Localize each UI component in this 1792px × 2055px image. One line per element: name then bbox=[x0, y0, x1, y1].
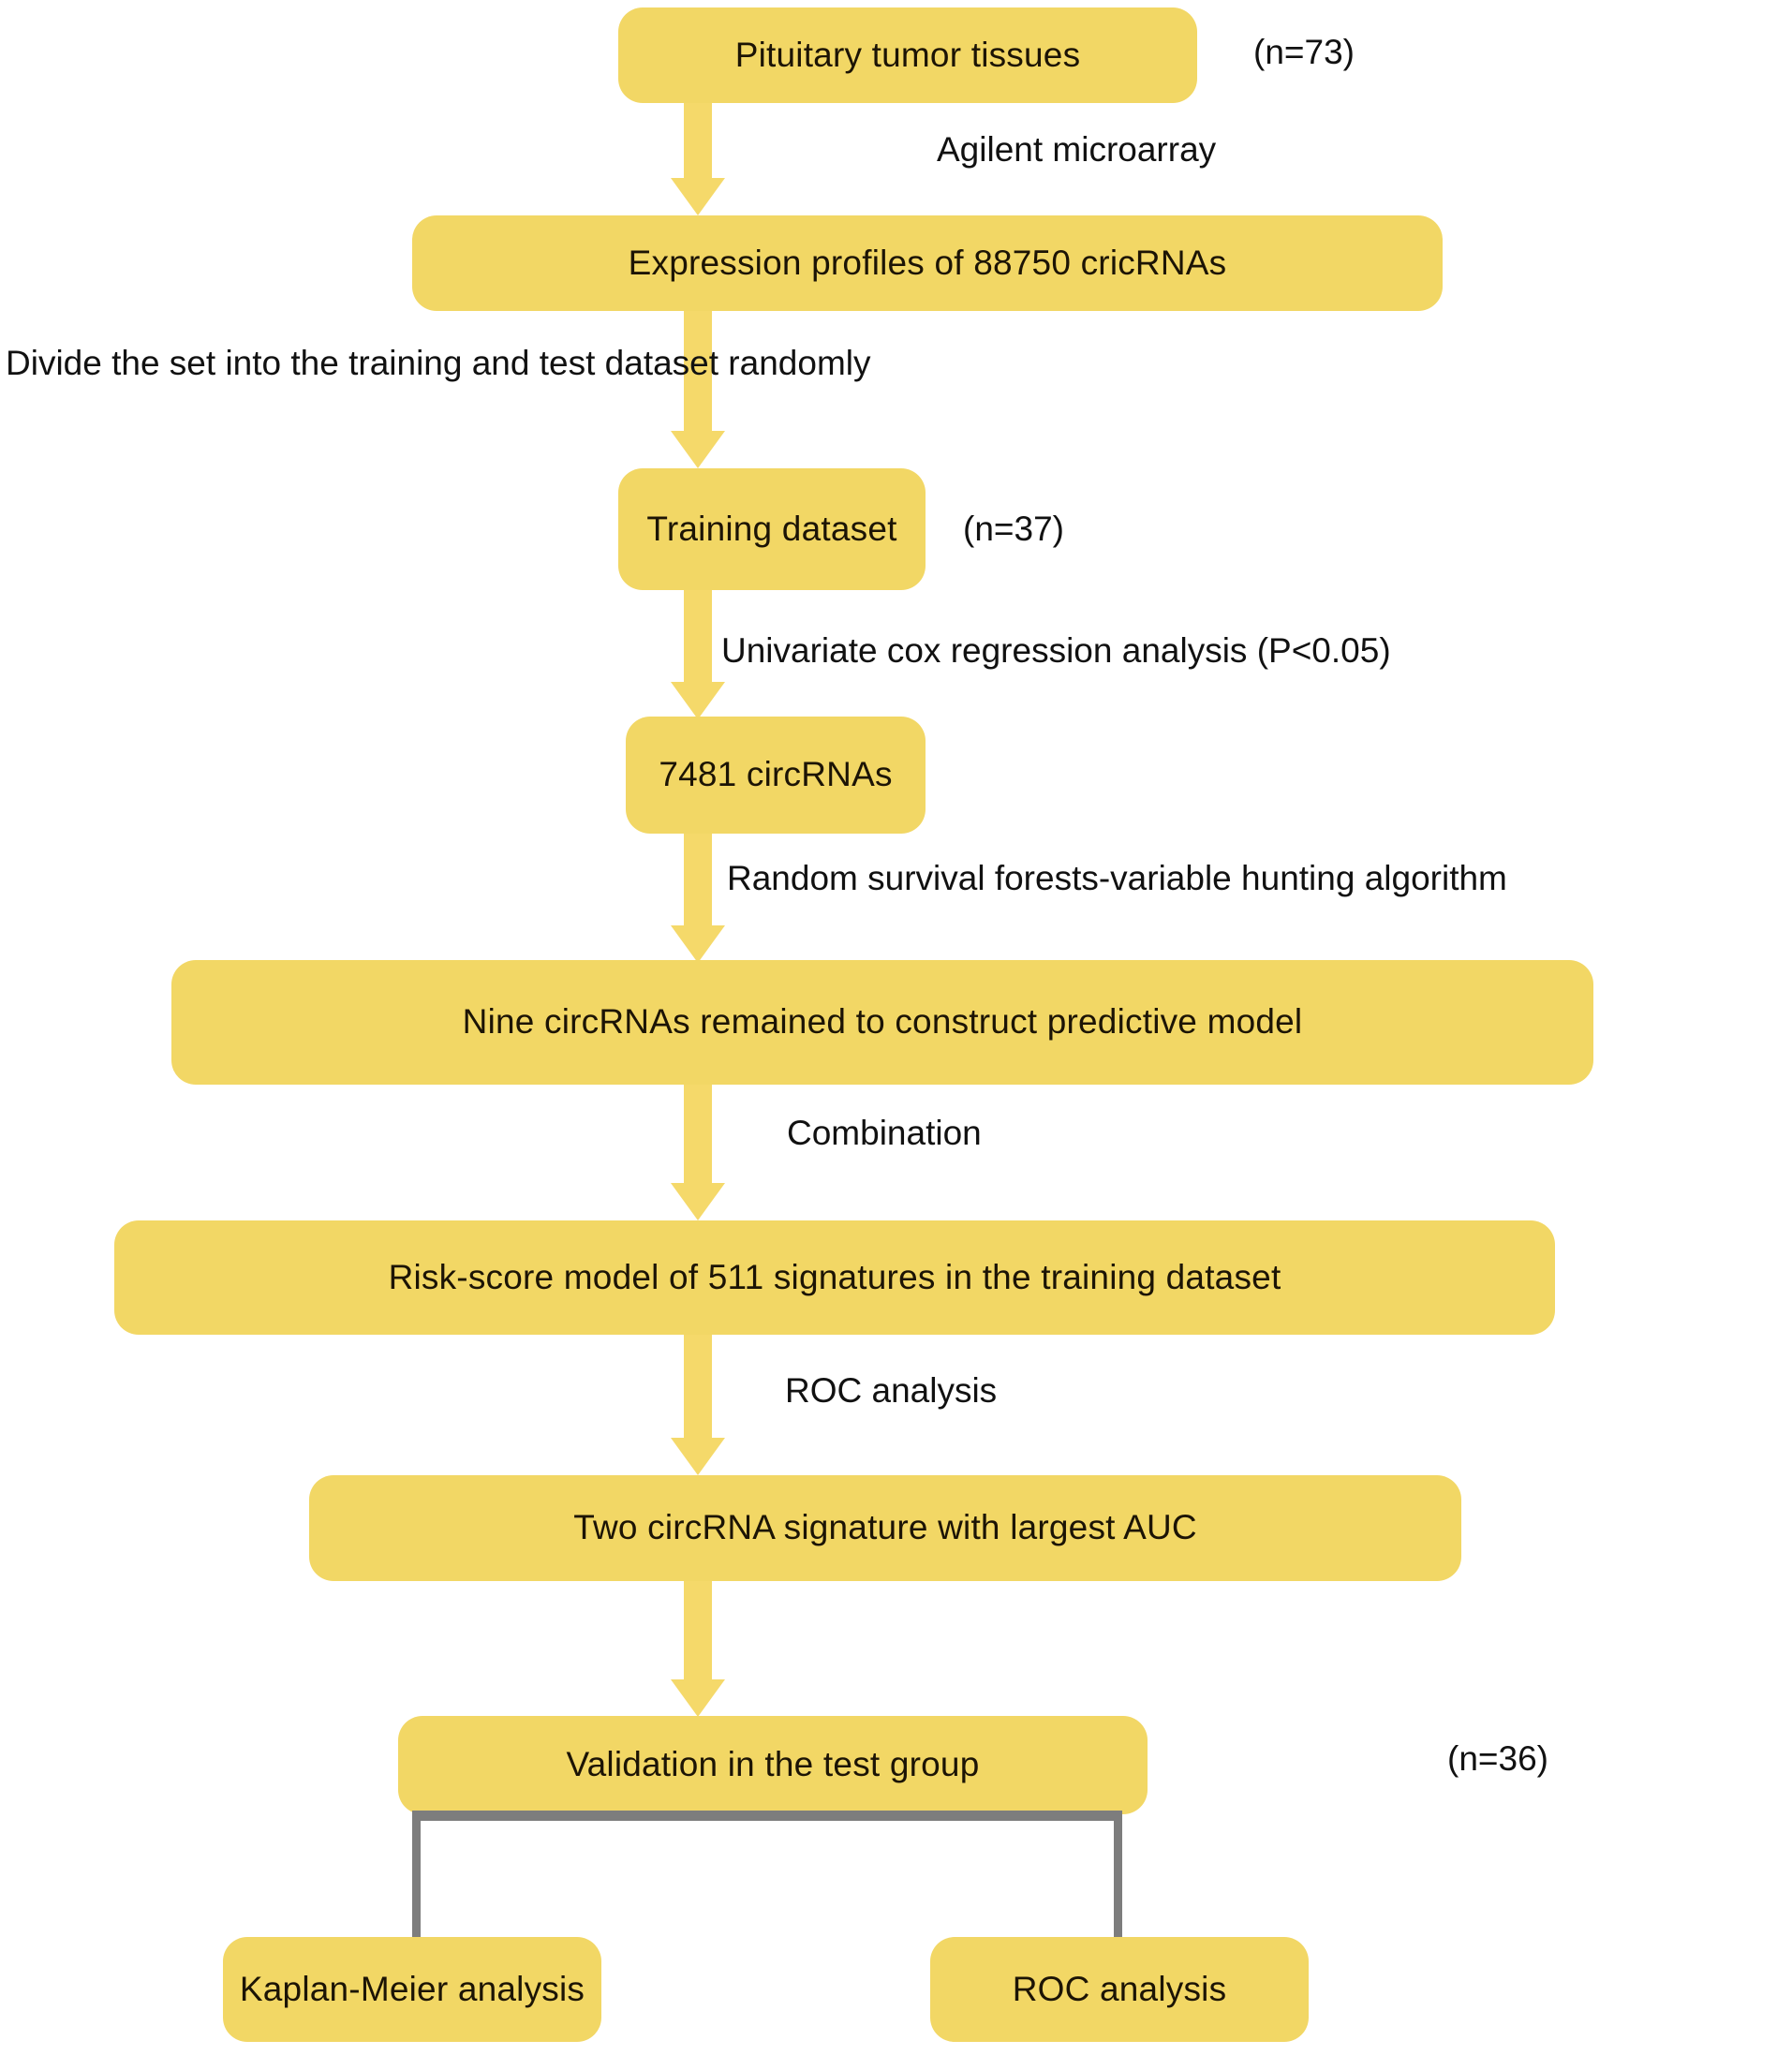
arrow-shaft bbox=[684, 590, 712, 684]
arrow-head bbox=[671, 925, 725, 963]
node-label: Two circRNA signature with largest AUC bbox=[573, 1508, 1197, 1547]
node-expression-profiles: Expression profiles of 88750 cricRNAs bbox=[412, 215, 1443, 311]
arrow-7481-to-nine bbox=[671, 834, 725, 963]
node-roc-analysis-result: ROC analysis bbox=[930, 1937, 1309, 2042]
edge-label-univariate: Univariate cox regression analysis (P<0.… bbox=[721, 631, 1391, 670]
arrow-head bbox=[671, 431, 725, 468]
node-pituitary-tumor-tissues: Pituitary tumor tissues bbox=[618, 7, 1197, 103]
edge-label-roc: ROC analysis bbox=[785, 1371, 998, 1410]
count-tissues: (n=73) bbox=[1253, 33, 1355, 71]
arrow-profiles-to-training bbox=[671, 311, 725, 468]
arrow-head bbox=[671, 1438, 725, 1475]
edge-label-divide: Divide the set into the training and tes… bbox=[6, 344, 871, 382]
arrow-shaft bbox=[684, 311, 712, 433]
arrow-shaft bbox=[684, 1335, 712, 1440]
arrow-training-to-7481 bbox=[671, 590, 725, 719]
arrow-head bbox=[671, 1183, 725, 1220]
node-risk-score-model: Risk-score model of 511 signatures in th… bbox=[114, 1220, 1555, 1335]
node-kaplan-meier-analysis: Kaplan-Meier analysis bbox=[223, 1937, 601, 2042]
arrow-shaft bbox=[684, 103, 712, 180]
edge-label-random-forest: Random survival forests-variable hunting… bbox=[727, 859, 1507, 897]
node-nine-circrnas: Nine circRNAs remained to construct pred… bbox=[171, 960, 1593, 1085]
arrow-shaft bbox=[684, 1581, 712, 1681]
node-training-dataset: Training dataset bbox=[618, 468, 926, 590]
node-two-circrna-signature: Two circRNA signature with largest AUC bbox=[309, 1475, 1461, 1581]
arrow-head bbox=[671, 682, 725, 719]
count-training: (n=37) bbox=[963, 510, 1064, 548]
arrow-twocircrna-to-validation bbox=[671, 1581, 725, 1717]
edge-label-agilent: Agilent microarray bbox=[937, 130, 1217, 169]
arrow-shaft bbox=[684, 1085, 712, 1185]
arrow-nine-to-riskscore bbox=[671, 1085, 725, 1220]
node-circrnas-7481: 7481 circRNAs bbox=[626, 717, 926, 834]
arrow-tissues-to-profiles bbox=[671, 103, 725, 215]
count-test: (n=36) bbox=[1447, 1739, 1548, 1778]
edge-label-combination: Combination bbox=[787, 1114, 982, 1152]
node-label: Nine circRNAs remained to construct pred… bbox=[462, 1002, 1303, 1042]
arrow-head bbox=[671, 178, 725, 215]
arrow-shaft bbox=[684, 834, 712, 927]
split-bracket bbox=[412, 1811, 1122, 1942]
node-label: 7481 circRNAs bbox=[659, 755, 893, 794]
node-label: Pituitary tumor tissues bbox=[734, 35, 1081, 74]
node-label: Validation in the test group bbox=[566, 1745, 980, 1784]
node-validation-test-group: Validation in the test group bbox=[398, 1716, 1148, 1814]
node-label: ROC analysis bbox=[1012, 1969, 1227, 2008]
arrow-head bbox=[671, 1679, 725, 1717]
node-label: Risk-score model of 511 signatures in th… bbox=[388, 1257, 1281, 1296]
node-label: Training dataset bbox=[646, 509, 897, 548]
node-label: Kaplan-Meier analysis bbox=[239, 1969, 585, 2008]
arrow-riskscore-to-twocircrna bbox=[671, 1335, 725, 1475]
node-label: Expression profiles of 88750 cricRNAs bbox=[628, 243, 1227, 282]
